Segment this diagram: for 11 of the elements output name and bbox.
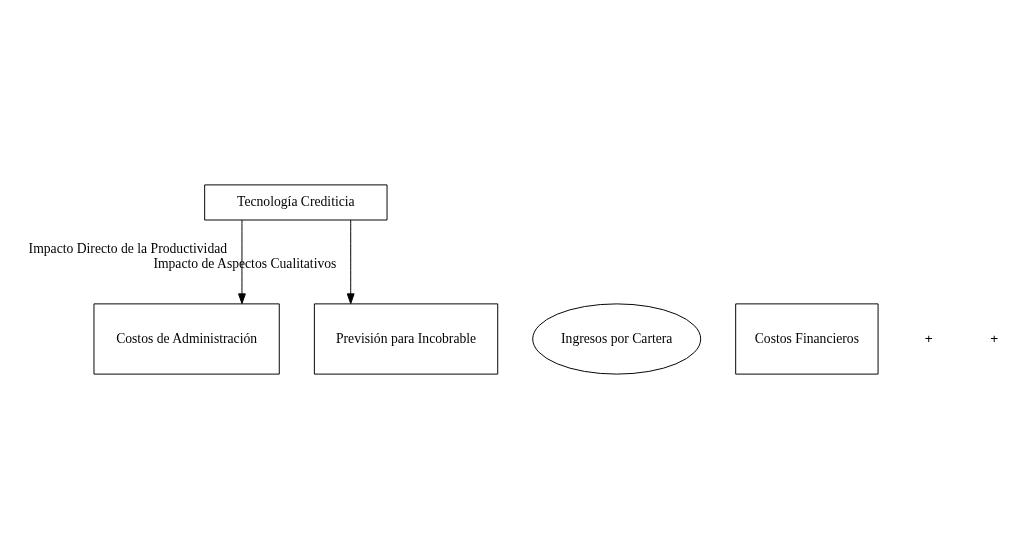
node-box: Tecnología Crediticia: [204, 184, 388, 221]
arrow: [238, 219, 246, 305]
node-ellipse: Ingresos por Cartera: [532, 303, 702, 375]
node-box: Previsión para Incobrable: [313, 303, 499, 375]
node-box: Costos Financieros: [735, 303, 879, 375]
label: +: [924, 330, 933, 346]
arrow: [346, 219, 355, 305]
node-box: Costos de Administración: [93, 303, 280, 375]
edge-label: Impacto Directo de la Productividad: [28, 241, 228, 257]
edge-label: Impacto de Aspectos Cualitativos: [153, 255, 337, 271]
label: +: [990, 330, 999, 346]
